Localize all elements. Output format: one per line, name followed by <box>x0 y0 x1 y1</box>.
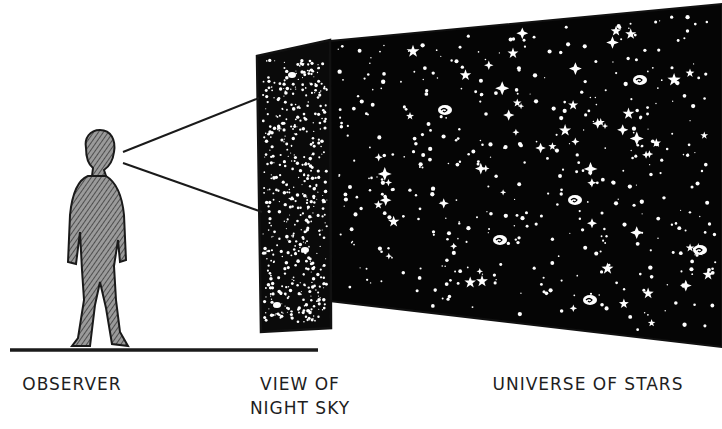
part-label: OBSERVER <box>2 372 142 396</box>
sky-panel <box>257 40 331 332</box>
observer-figure <box>68 130 128 346</box>
part-label: UNIVERSE OF STARS <box>463 372 713 396</box>
sight-line <box>123 163 262 212</box>
sight-line <box>123 98 259 152</box>
panel-stars <box>262 59 328 323</box>
universe-region <box>330 4 722 347</box>
star-field <box>337 15 716 331</box>
ground-line <box>10 348 318 352</box>
part-label: VIEW OF NIGHT SKY <box>237 372 363 420</box>
